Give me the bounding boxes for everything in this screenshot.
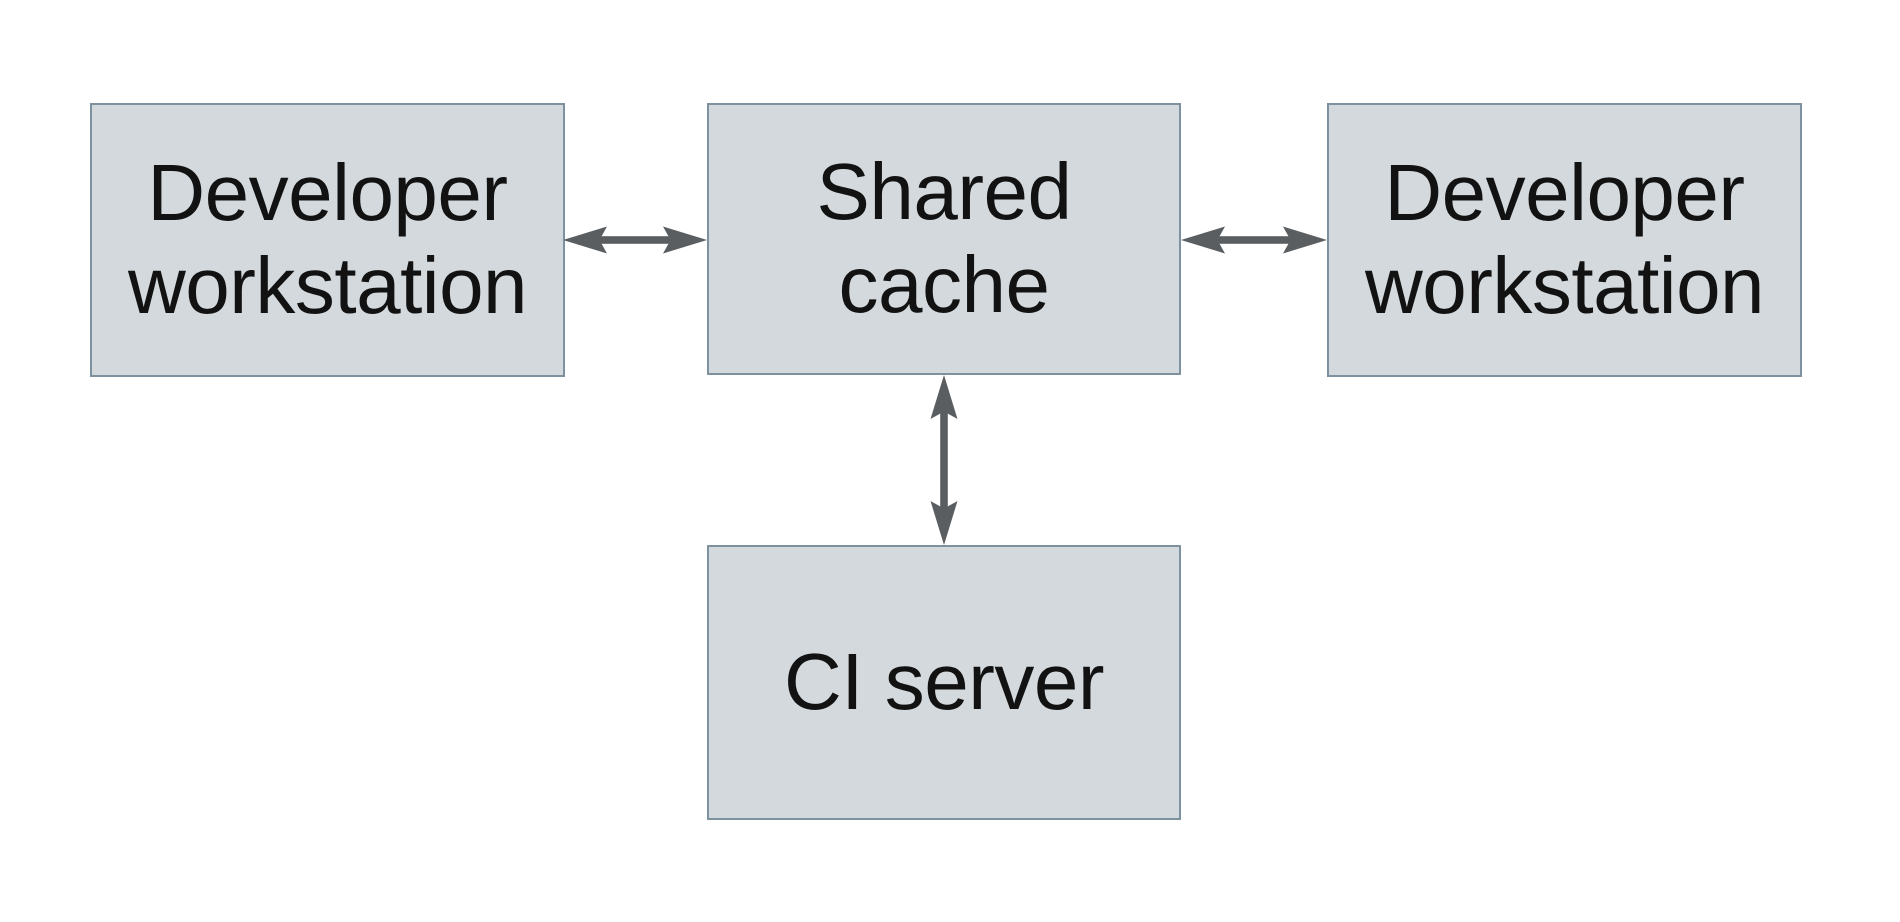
arrowhead-bottom <box>930 501 958 545</box>
node-developer-workstation-right: Developer workstation <box>1327 103 1802 377</box>
arrowhead-top <box>930 375 958 419</box>
bidirectional-arrow-workstation-left-shared-cache <box>563 226 707 254</box>
arrowhead-left <box>1181 226 1225 254</box>
node-label: CI server <box>784 637 1105 727</box>
arrow-shaft <box>1217 236 1291 244</box>
arrowhead-right <box>1283 226 1327 254</box>
node-shared-cache: Shared cache <box>707 103 1181 375</box>
bidirectional-arrow-shared-cache-workstation-right <box>1181 226 1327 254</box>
node-label: Developer workstation <box>127 148 528 330</box>
bidirectional-arrow-shared-cache-ci-server <box>930 375 958 545</box>
node-label: Shared cache <box>816 147 1072 329</box>
node-ci-server: CI server <box>707 545 1181 820</box>
node-developer-workstation-left: Developer workstation <box>90 103 565 377</box>
arrowhead-left <box>563 226 607 254</box>
arrow-shaft <box>940 411 948 509</box>
arrowhead-right <box>663 226 707 254</box>
node-label: Developer workstation <box>1364 148 1765 330</box>
arrow-shaft <box>599 236 671 244</box>
